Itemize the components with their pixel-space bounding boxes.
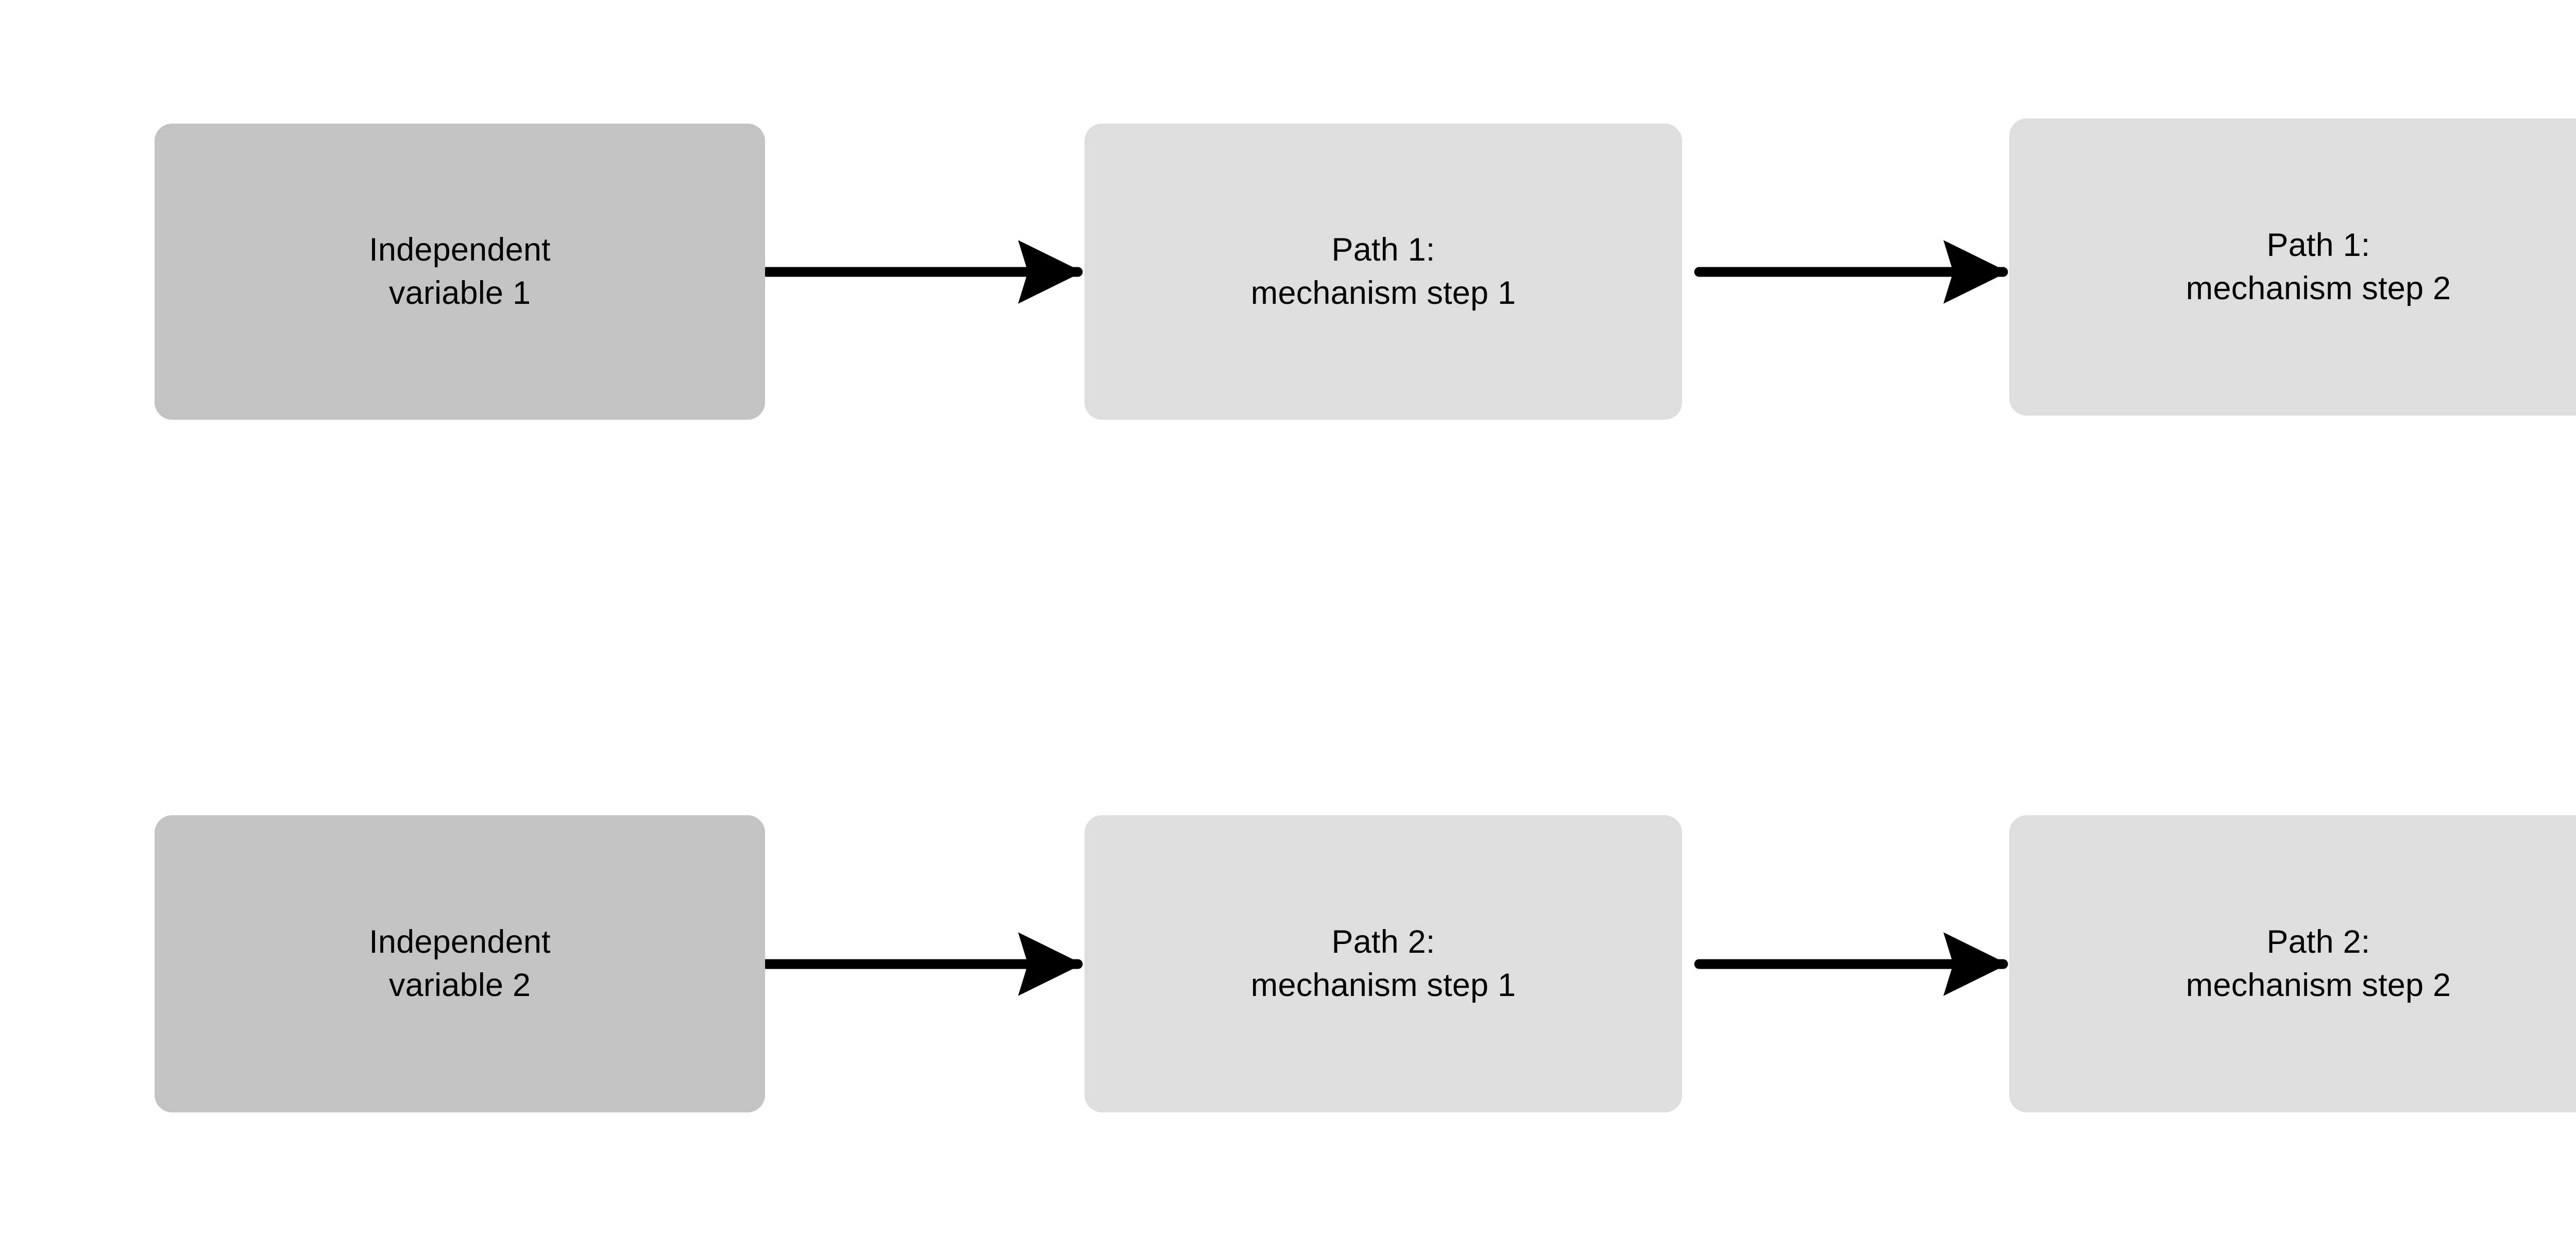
node-label: Path 2: mechanism step 1 — [1250, 924, 1516, 1003]
node-independent-variable-1[interactable]: Independent variable 1 — [155, 124, 765, 420]
node-label: Path 1: mechanism step 1 — [1250, 232, 1516, 311]
node-path-2-mechanism-step-1[interactable]: Path 2: mechanism step 1 — [1084, 815, 1682, 1112]
node-path-2-mechanism-step-2[interactable]: Path 2: mechanism step 2 — [2009, 815, 2576, 1112]
node-label: Path 2: mechanism step 2 — [2185, 924, 2451, 1003]
node-path-1-mechanism-step-1[interactable]: Path 1: mechanism step 1 — [1084, 124, 1682, 420]
node-path-1-mechanism-step-2[interactable]: Path 1: mechanism step 2 — [2009, 118, 2576, 416]
node-label: Independent variable 2 — [369, 924, 551, 1003]
node-label: Independent variable 1 — [369, 232, 551, 311]
node-independent-variable-2[interactable]: Independent variable 2 — [155, 815, 765, 1112]
node-label: Path 1: mechanism step 2 — [2185, 227, 2451, 306]
